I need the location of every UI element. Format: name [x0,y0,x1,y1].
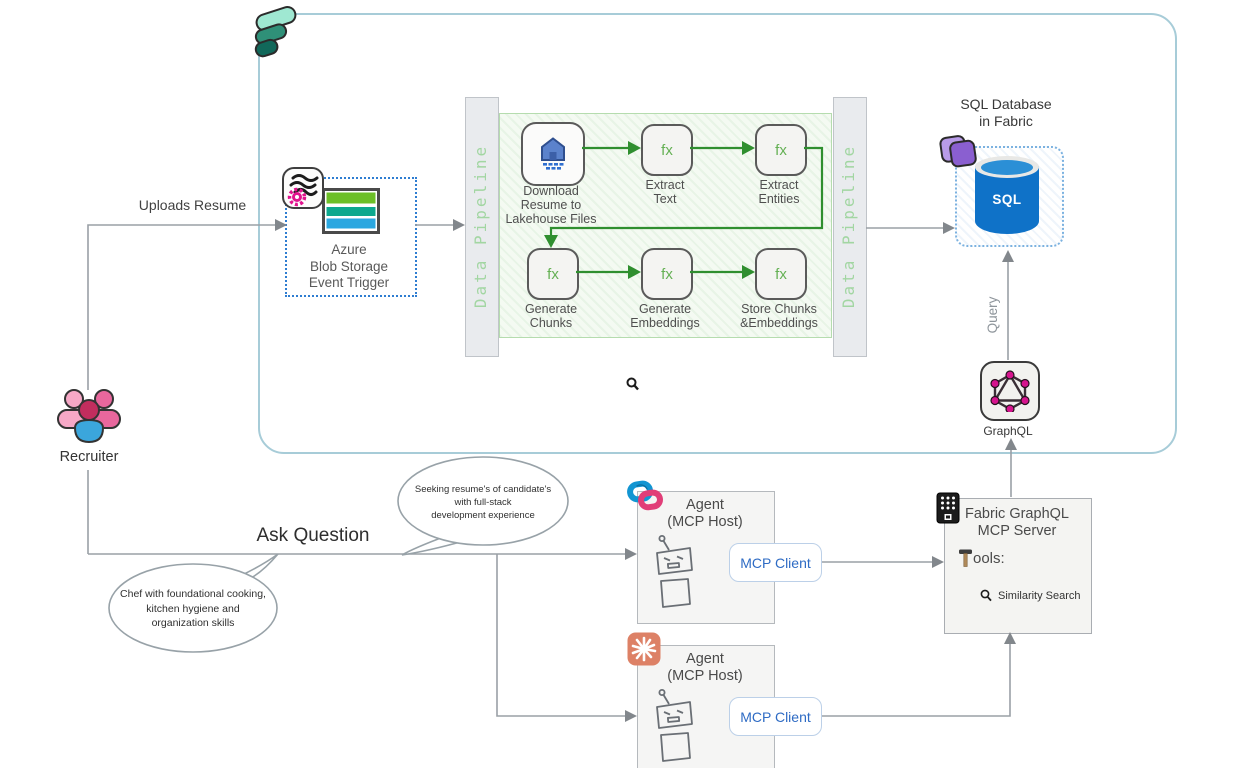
seeking-bubble-line2: with full-stack [454,497,512,508]
agent-top-title-line2: (MCP Host) [667,514,743,530]
generate-embeddings-label-line1: Generate [638,302,692,316]
sql-title-line2: in Fabric [979,113,1033,129]
chef-bubble-line2: kitchen hygiene and [146,602,240,615]
mcp-server-title-line1: Fabric GraphQL [965,506,1069,522]
fabric-sql-icon [934,128,986,180]
green-arrowhead [628,265,641,279]
extract-entities-label-line1: Extract [759,178,799,192]
extract-text-label-line2: Text [653,192,677,206]
agent-top-title-line1: Agent [686,497,724,513]
lakehouse-icon [541,137,565,170]
mcp-client-top-label: MCP Client [740,554,811,571]
hammer-icon [959,549,972,567]
fx-icon: fx [661,265,673,283]
seeking-bubble-line3: development experience [431,510,535,521]
download-label-line2: Resume to [520,198,582,212]
fx-icon: fx [547,265,559,283]
store-chunks-node: fx [755,248,807,300]
server-icon [936,492,960,524]
data-pipeline-bar-right [833,97,867,357]
blob-storage-icon [322,188,380,234]
sql-title-line1: SQL Database [960,96,1052,112]
graphql-label: GraphQL [983,424,1033,438]
extract-text-label-line1: Extract [645,178,685,192]
download-label-line1: Download [523,184,579,198]
arrowhead [275,219,287,231]
search-icon [980,589,992,602]
fx-icon: fx [661,141,673,159]
mcp-server-title-line2: MCP Server [977,523,1057,539]
robot-icon [648,534,700,616]
azure-trigger-label-line2: Blob Storage [309,258,389,274]
store-chunks-label-line1: Store Chunks [741,302,817,316]
azure-trigger-label-line3: Event Trigger [308,275,390,290]
generate-chunks-label-line2: Chunks [529,316,573,330]
generate-chunks-label-line1: Generate [524,302,578,316]
similarity-search-label: Similarity Search [998,590,1081,602]
arrowhead [625,548,637,560]
mcp-client-top-box: MCP Client [729,543,822,582]
sql-cylinder-label: SQL [992,192,1022,207]
green-arrowhead [544,235,558,248]
recruiter-people-icon [52,386,124,450]
recruiter-label: Recruiter [59,449,119,465]
ask-question-branch-connector [496,554,627,717]
fx-icon: fx [775,141,787,159]
mcp-server-box [944,498,1092,634]
arrowhead [1005,438,1017,450]
store-chunks-label-line2: &Embeddings [740,316,818,330]
uploads-resume-connector [87,224,277,390]
green-arrowhead [628,141,641,155]
arrowhead [453,219,465,231]
arrowhead [625,710,637,722]
agent-bottom-title-line2: (MCP Host) [667,668,743,684]
generate-embeddings-node: fx [641,248,693,300]
arrowhead [932,556,944,568]
extract-entities-label-line2: Entities [758,192,800,206]
entities-to-chunks-connector [549,146,824,237]
green-arrowhead [742,141,755,155]
ai-foundry-icon [626,478,664,516]
arrowhead [1004,632,1016,644]
magnifier-icon [626,377,640,392]
ask-question-label: Ask Question [256,525,370,546]
tools-row: ools: [958,548,1005,568]
tools-label: ools: [973,549,1005,567]
similarity-search-row: Similarity Search [980,589,1081,603]
fabric-logo-icon [243,4,305,60]
chef-bubble-shape [108,563,278,653]
download-node [521,122,585,186]
chef-bubble-line1: Chef with foundational cooking, [120,588,266,600]
claude-icon [627,632,661,666]
agent-bottom-title-line1: Agent [686,651,724,667]
seeking-bubble-line1: Seeking resume's of candidate's [414,484,552,495]
mcp-client-bottom-label: MCP Client [740,708,811,725]
graphql-icon [990,370,1030,412]
generate-embeddings-label-line2: Embeddings [630,316,700,330]
graphql-node [980,361,1040,421]
fx-icon: fx [775,265,787,283]
client2-to-server-connector [820,644,1011,717]
chef-bubble-line3: organization skills [151,617,235,629]
mcp-client-bottom-box: MCP Client [729,697,822,736]
arrowhead [1002,250,1014,262]
download-label-line3: Lakehouse Files [505,212,597,226]
event-trigger-icon [281,166,325,210]
green-arrowhead [742,265,755,279]
data-pipeline-bar-left [465,97,499,357]
azure-trigger-node [285,177,417,297]
extract-entities-node: fx [755,124,807,176]
arrowhead [943,222,955,234]
azure-trigger-label-line1: Azure [331,242,367,257]
extract-text-node: fx [641,124,693,176]
generate-chunks-node: fx [527,248,579,300]
seeking-bubble-shape [397,456,569,546]
robot-icon [648,688,700,768]
uploads-resume-label: Uploads Resume [138,197,247,213]
